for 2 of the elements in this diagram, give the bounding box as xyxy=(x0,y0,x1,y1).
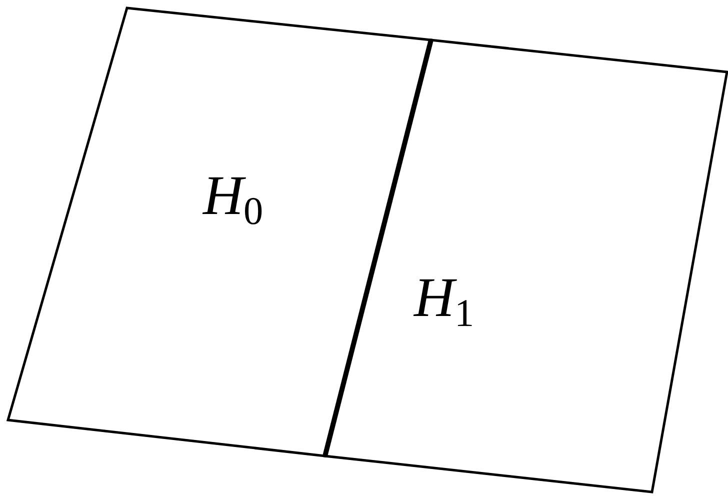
region-label: H$_{1}$ xyxy=(414,270,474,326)
region-label: H$_{0}$ xyxy=(203,168,264,224)
